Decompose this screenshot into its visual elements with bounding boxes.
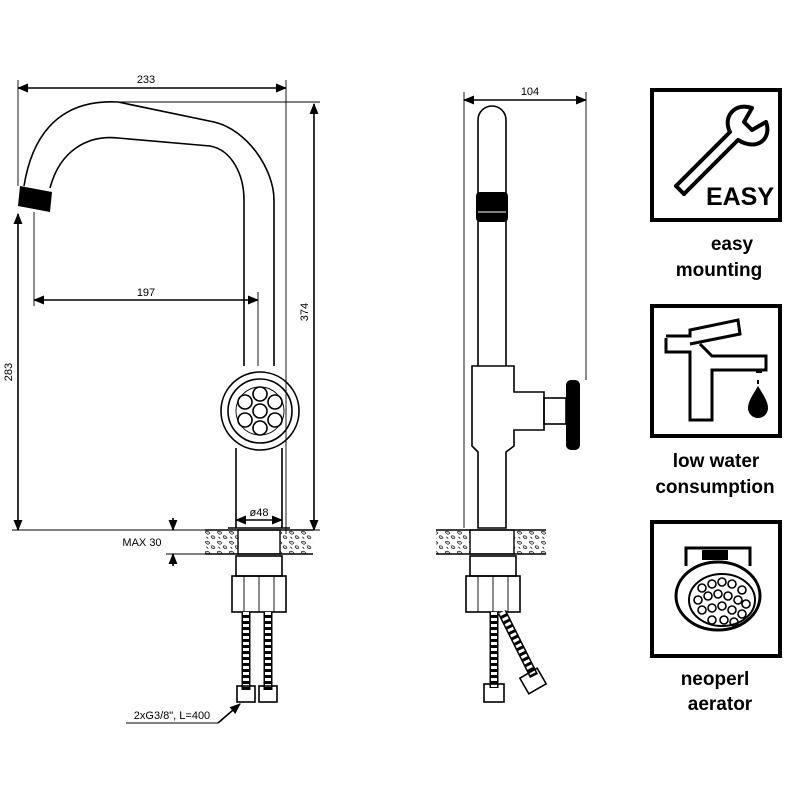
dim-hose-spec: 2xG3/8", L=400: [134, 710, 210, 722]
dim-max-thickness: MAX 30: [122, 537, 161, 549]
feature-label-1b: mounting: [676, 260, 763, 281]
wrench-icon: [674, 104, 770, 196]
dim-spout-reach: 197: [137, 287, 155, 299]
feature-neoperl: neoperl aerator: [650, 520, 782, 715]
hoses: [236, 612, 278, 703]
feature-easy-mounting: EASY easy mounting: [650, 88, 782, 281]
badge-easy: EASY: [706, 183, 774, 211]
faucet-drop-icon: [664, 318, 768, 422]
feature-label-1a: easy: [711, 234, 754, 255]
feature-label-3b: aerator: [688, 694, 753, 715]
side-view: 104: [436, 86, 588, 703]
dim-height-total: 374: [299, 303, 311, 321]
aerator-icon: [674, 546, 762, 632]
front-view: 233 197 374 283 ø48 MAX 30 2xG3/8", L=40…: [3, 74, 320, 724]
feature-label-2a: low water: [673, 451, 760, 472]
feature-low-water: low water consumption: [650, 304, 782, 498]
dim-base-diameter: ø48: [250, 507, 269, 519]
handle-side: [566, 380, 580, 450]
dim-spout-height: 283: [3, 363, 15, 381]
feature-label-2b: consumption: [655, 477, 774, 498]
spout-tip: [18, 186, 52, 212]
dim-side-width: 104: [521, 86, 539, 98]
handle-wheel: [220, 371, 300, 451]
feature-label-3a: neoperl: [681, 669, 750, 690]
dim-width-total: 233: [137, 74, 155, 86]
